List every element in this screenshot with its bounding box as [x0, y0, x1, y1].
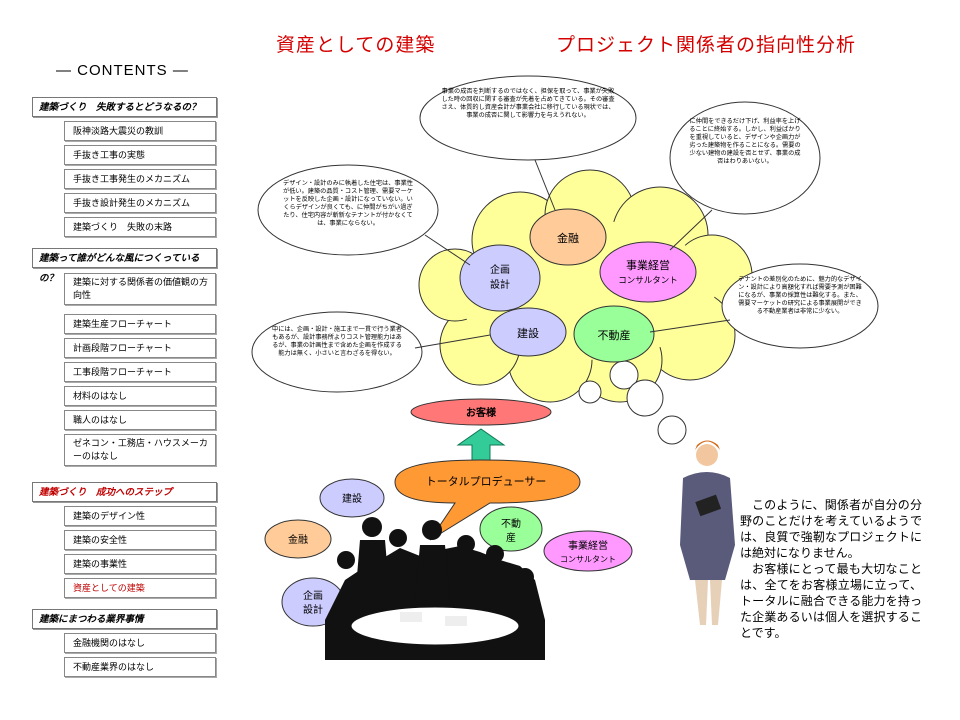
- cloud-oval-kikaku: [459, 244, 541, 312]
- bubble-bottom-right: [721, 263, 879, 349]
- section-success[interactable]: 建築づくり 成功へのステップ: [32, 482, 217, 502]
- section-industry[interactable]: 建築にまつわる業界事情: [32, 609, 217, 629]
- oval-label-consultant: コンサルタント: [560, 555, 616, 564]
- bubble-top: [419, 75, 637, 161]
- oval-fudosan: [479, 506, 543, 552]
- nav-item[interactable]: 建築の事業性: [64, 554, 216, 574]
- bubble-right: [669, 101, 821, 215]
- nav-item[interactable]: 職人のはなし: [64, 410, 216, 430]
- contents-heading: — CONTENTS —: [56, 62, 189, 79]
- page-subtitle: プロジェクト関係者の指向性分析: [556, 34, 857, 56]
- bubble-left: [257, 164, 439, 256]
- cloud-oval-kinyu: [529, 208, 607, 266]
- oval-label-sekkei: 設計: [303, 603, 323, 616]
- conclusion-text: このように、関係者が自分の分野のことだけを考えているようでは、良質で強靭なプロジ…: [740, 497, 922, 641]
- cloud-label-fudosan: 不動産: [598, 328, 631, 342]
- nav-item[interactable]: ゼネコン・工務店・ハウスメーカーのはなし: [64, 434, 216, 466]
- section-failure[interactable]: 建築づくり 失敗するとどうなるの？: [32, 97, 217, 117]
- section-who[interactable]: 建築って誰がどんな風につくっているの？: [32, 248, 217, 284]
- bubble-bottom-right-text: テナントの差別化のために、魅力的なデザイン・設計により高額化すれば需要予測が困難…: [738, 276, 862, 315]
- nav-item[interactable]: 建築に対する関係者の価値観の方向性: [64, 273, 216, 305]
- cloud-label-kinyu: 金融: [557, 231, 579, 245]
- nav-item[interactable]: 建築のデザイン性: [64, 506, 216, 526]
- nav-item[interactable]: 計画段階フローチャート: [64, 338, 216, 358]
- oval-label-fudosan2: 産: [506, 531, 516, 544]
- conclusion-paragraph-2: お客様にとって最も大切なことは、全てをお客様立場に立って、トータルに融合できる能…: [740, 562, 922, 640]
- cloud-oval-jigyo: [599, 241, 697, 303]
- oval-kensetsu: [319, 478, 385, 518]
- cloud-oval-kensetsu: [489, 307, 567, 357]
- cloud-label-consultant: コンサルタント: [618, 276, 678, 286]
- meeting-illustration: [325, 517, 545, 660]
- bubble-right-text: に仲間をできるだけ下げ、利益率を上げることに終始する。しかし、利益ばかりを重視し…: [689, 118, 801, 165]
- nav-item[interactable]: 建築生産フローチャート: [64, 314, 216, 334]
- oval-label-jigyo: 事業経営: [568, 539, 608, 552]
- nav-item[interactable]: 建築づくり 失敗の末路: [64, 217, 216, 237]
- thought-dot: [657, 415, 687, 445]
- oval-label-kikaku: 企画: [303, 589, 323, 602]
- oval-label-kensetsu: 建設: [342, 492, 362, 505]
- conclusion-paragraph-1: このように、関係者が自分の分野のことだけを考えているようでは、良質で強靭なプロジ…: [740, 498, 922, 560]
- nav-item[interactable]: 材料のはなし: [64, 386, 216, 406]
- nav-item[interactable]: 手抜き設計発生のメカニズム: [64, 193, 216, 213]
- bubble-top-text: 事業の成否を判断するのではなく、担保を取って、事業が失敗した時の回収に関する審査…: [441, 88, 615, 119]
- cloud-label-jigyo: 事業経営: [626, 258, 670, 272]
- nav-item[interactable]: 金融機関のはなし: [64, 633, 216, 653]
- thought-dot: [578, 380, 602, 404]
- cloud-label-kikaku: 企画: [490, 263, 510, 276]
- thought-dot: [626, 379, 664, 417]
- oval-jigyo: [543, 530, 633, 572]
- cloud-label-sekkei: 設計: [490, 278, 510, 291]
- nav-item[interactable]: 手抜き工事発生のメカニズム: [64, 169, 216, 189]
- bubble-left-text: デザイン・設計のみに執着した住宅は、事業性が低い。建築の品質・コスト管理、需要マ…: [283, 180, 413, 227]
- bubble-bottom-left-text: 中には、企画・設計・施工まで一貫で行う業者もあるが、設計事務所よりコスト管理能力…: [272, 326, 402, 357]
- cloud-oval-fudosan: [573, 305, 655, 363]
- nav-item[interactable]: 不動産業界のはなし: [64, 657, 216, 677]
- producer-balloon: [394, 459, 581, 541]
- nav-item[interactable]: 工事段階フローチャート: [64, 362, 216, 382]
- oval-kinyu: [264, 519, 332, 559]
- customer-label: お客様: [466, 406, 497, 419]
- oval-label-fudosan1: 不動: [501, 517, 521, 530]
- customer-oval: [410, 398, 552, 426]
- presenter-figure: [680, 440, 735, 625]
- nav-item-current[interactable]: 資産としての建築: [64, 578, 216, 598]
- nav-item[interactable]: 建築の安全性: [64, 530, 216, 550]
- producer-label: トータルプロデューサー: [426, 474, 547, 488]
- cloud-label-kensetsu: 建設: [517, 326, 539, 340]
- nav-item[interactable]: 手抜き工事の実態: [64, 145, 216, 165]
- page-title: 資産としての建築: [276, 34, 436, 56]
- bubble-bottom-left: [251, 311, 423, 393]
- nav-item[interactable]: 阪神淡路大震災の教訓: [64, 121, 216, 141]
- oval-label-kinyu: 金融: [288, 533, 308, 546]
